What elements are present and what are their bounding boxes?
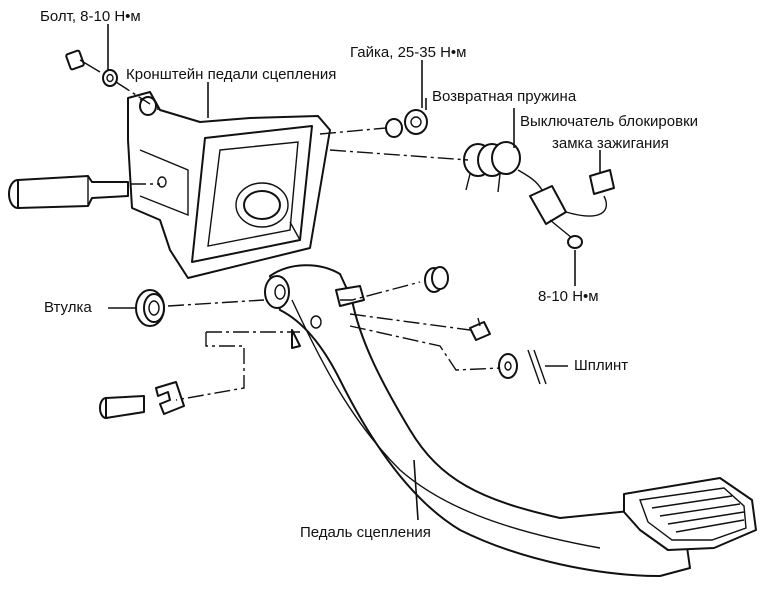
small-nut (469, 317, 491, 341)
switch-torque-label: 8-10 Н•м (538, 288, 599, 305)
bracket-label: Кронштейн педали сцепления (126, 66, 337, 83)
pivot-pin (8, 175, 129, 209)
bushing (135, 289, 165, 327)
pedal-label: Педаль сцепления (300, 524, 431, 541)
bolt-label: Болт, 8-10 Н•м (40, 8, 141, 25)
cotter-pin-label: Шплинт (574, 357, 629, 374)
bushing-label: Втулка (44, 299, 92, 316)
pedal-bracket (127, 91, 331, 279)
nut (385, 109, 428, 138)
assembly-lines (115, 81, 501, 401)
return-spring (463, 141, 521, 193)
switch-label-line1: Выключатель блокировки (520, 113, 699, 130)
cotter-pin (527, 349, 547, 385)
washer (498, 353, 518, 379)
clevis-pin (99, 381, 185, 419)
bushing-right (424, 266, 449, 293)
ignition-lock-switch (517, 169, 615, 249)
switch-label-line2: замка зажигания (552, 135, 669, 152)
clutch-pedal (264, 264, 757, 577)
leader-lines (107, 24, 601, 521)
bolt (65, 49, 118, 87)
nut-label: Гайка, 25-35 Н•м (350, 44, 467, 61)
spring-label: Возвратная пружина (432, 88, 577, 105)
